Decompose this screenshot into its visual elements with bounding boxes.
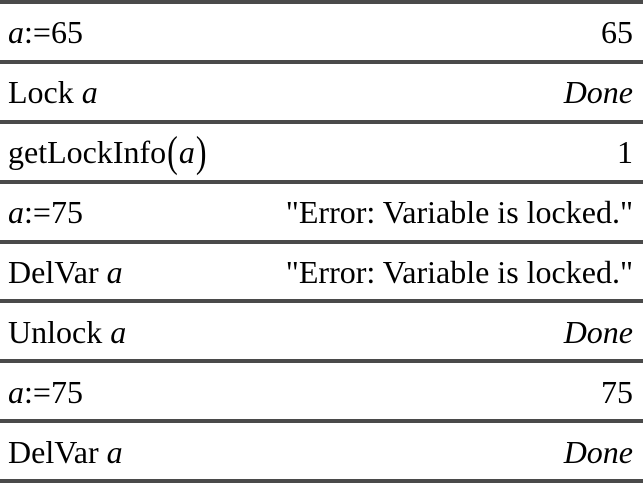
result-text: 75: [601, 373, 633, 410]
result-text: 65: [601, 14, 633, 51]
expression-input: a:=75: [8, 194, 83, 231]
result-text: 1: [617, 134, 633, 171]
function-name: getLockInfo: [8, 134, 167, 171]
expression-input: a:=75: [8, 374, 83, 411]
command-keyword: DelVar: [8, 253, 107, 290]
variable-name: a: [110, 313, 127, 350]
expression-input: DelVar a: [8, 434, 123, 471]
left-paren-icon: (: [167, 127, 178, 176]
history-row-3[interactable]: getLockInfo(a) 1: [0, 124, 643, 184]
expression-result: Done: [564, 434, 633, 471]
expression-result: 75: [601, 374, 633, 411]
expression-input: DelVar a: [8, 254, 123, 291]
input-segment: :=75: [24, 373, 83, 410]
expression-input: getLockInfo(a): [8, 127, 207, 176]
expression-result: Done: [564, 314, 633, 351]
expression-result: 1: [617, 134, 633, 171]
expression-result: Done: [564, 74, 633, 111]
variable-name: a: [8, 14, 24, 51]
variable-name: a: [81, 74, 98, 111]
result-text: "Error: Variable is locked.": [285, 194, 633, 231]
history-row-1[interactable]: a:=65 65: [0, 4, 643, 64]
command-keyword: Unlock: [8, 313, 111, 350]
history-row-8[interactable]: DelVar a Done: [0, 423, 643, 479]
history-row-7[interactable]: a:=75 75: [0, 363, 643, 424]
expression-input: Unlock a: [8, 314, 126, 351]
result-text: Done: [563, 313, 633, 350]
variable-name: a: [178, 134, 195, 171]
input-segment: :=65: [24, 14, 83, 51]
variable-name: a: [106, 253, 123, 290]
right-paren-icon: ): [195, 127, 207, 176]
command-keyword: Lock: [8, 74, 82, 111]
variable-name: a: [8, 373, 24, 410]
result-text: "Error: Variable is locked.": [285, 253, 633, 290]
error-result: "Error: Variable is locked.": [286, 254, 633, 291]
expression-input: Lock a: [8, 74, 98, 111]
history-row-2[interactable]: Lock a Done: [0, 64, 643, 124]
history-row-6[interactable]: Unlock a Done: [0, 303, 643, 364]
expression-result: 65: [601, 14, 633, 51]
history-row-4[interactable]: a:=75 "Error: Variable is locked.": [0, 184, 643, 244]
input-segment: :=75: [24, 194, 83, 231]
result-text: Done: [563, 433, 633, 470]
result-text: Done: [563, 74, 633, 111]
error-result: "Error: Variable is locked.": [286, 194, 633, 231]
command-keyword: DelVar: [8, 433, 107, 470]
variable-name: a: [8, 194, 24, 231]
history-row-5[interactable]: DelVar a "Error: Variable is locked.": [0, 244, 643, 304]
variable-name: a: [106, 433, 123, 470]
expression-input: a:=65: [8, 14, 83, 51]
